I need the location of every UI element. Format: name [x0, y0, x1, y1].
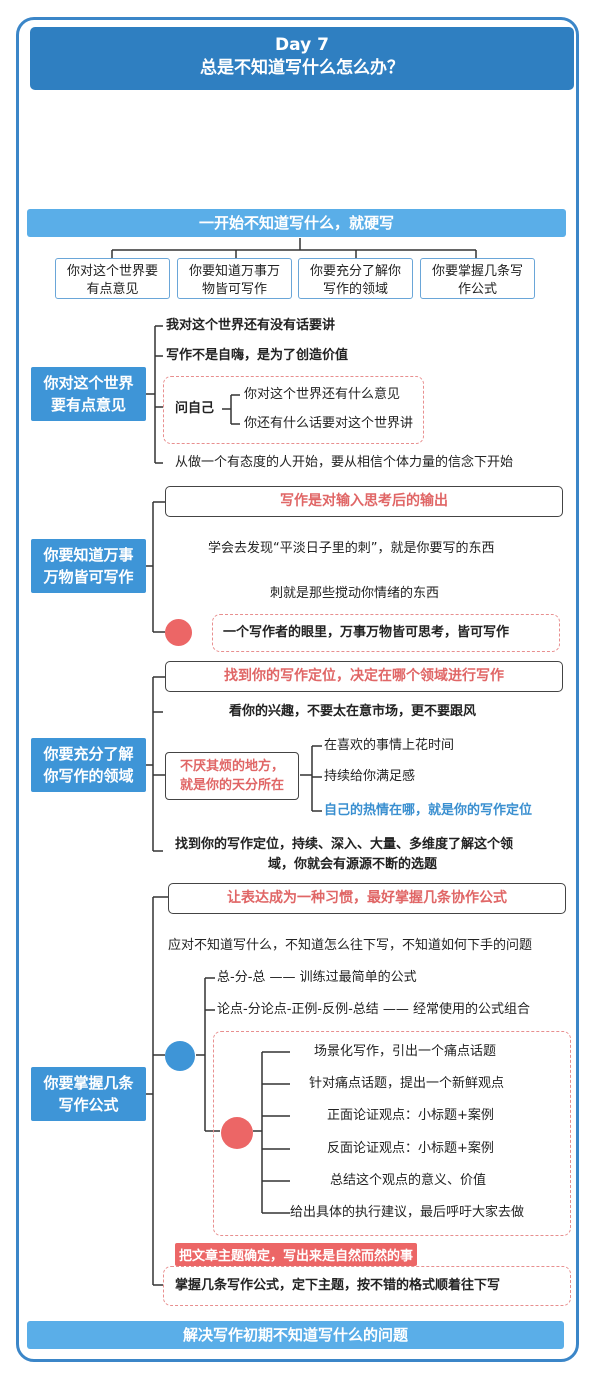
top-box-1: 你对这个世界要 有点意见 — [55, 258, 170, 299]
sec3-title: 找到你的写作定位，决定在哪个领域进行写作 — [165, 661, 563, 692]
sec4-step6: 给出具体的执行建议，最后呼吁大家去做 — [290, 1205, 525, 1220]
sec4-label-line1: 你要掌握几条 — [43, 1074, 134, 1092]
top-box-2: 你要知道万事万 物皆可写作 — [177, 258, 292, 299]
bottom-bar: 解决写作初期不知道写什么的问题 — [27, 1321, 564, 1349]
sec2-item3: 一个写作者的眼里，万事万物皆可思考，皆可写作 — [223, 625, 510, 640]
day-label: Day 7 — [275, 35, 329, 55]
top-box-3-line1: 你要充分了解你 — [309, 264, 401, 279]
top-bar: 一开始不知道写什么，就硬写 — [27, 209, 566, 237]
sec4-last-box — [163, 1266, 571, 1306]
top-box-4: 你要掌握几条写 作公式 — [420, 258, 535, 299]
sec1-ask-box — [163, 376, 424, 444]
sec3-item2b: 域，你就会有源源不断的选题 — [268, 857, 438, 872]
sec4-title: 让表达成为一种习惯，最好掌握几条协作公式 — [168, 883, 566, 914]
sec3-sub2: 持续给你满足感 — [324, 769, 416, 784]
top-box-1-line2: 有点意见 — [86, 282, 139, 297]
sec1-item3: 从做一个有态度的人开始，要从相信个体力量的信念下开始 — [175, 455, 514, 470]
top-box-2-line1: 你要知道万事万 — [188, 264, 280, 279]
sec1-label-line1: 你对这个世界 — [43, 374, 134, 392]
sec3-label-line2: 你写作的领域 — [43, 767, 134, 785]
top-box-3: 你要充分了解你 写作的领域 — [298, 258, 413, 299]
sec4-step3: 正面论证观点：小标题+案例 — [327, 1108, 494, 1123]
sec1-label-line2: 要有点意见 — [50, 396, 126, 414]
page-title: 总是不知道写什么怎么办？ — [200, 58, 404, 78]
sec1-item2: 写作不是自嗨，是为了创造价值 — [166, 348, 349, 363]
sec4-red-note: 把文章主题确定，写出来是自然而然的事 — [175, 1243, 418, 1266]
sec3-sub1: 在喜欢的事情上花时间 — [324, 738, 455, 753]
sec3-item1: 看你的兴趣，不要太在意市场，更不要跟风 — [229, 704, 477, 719]
sec2-item2: 刺就是那些搅动你情绪的东西 — [270, 586, 440, 601]
sec3-item2a: 找到你的写作定位，持续、深入、大量、多维度了解这个领 — [175, 837, 514, 852]
top-box-3-line2: 写作的领域 — [322, 282, 388, 297]
sec4-step5: 总结这个观点的意义、价值 — [330, 1173, 487, 1188]
sec3-talent-box: 不厌其烦的地方， 就是你的天分所在 — [165, 752, 299, 800]
outer-frame — [16, 17, 579, 1362]
sec2-title: 写作是对输入思考后的输出 — [165, 486, 563, 517]
sec2-highlight-box — [212, 614, 560, 652]
sec2-label-line1: 你要知道万事 — [43, 546, 134, 564]
sec3-sub3: 自己的热情在哪，就是你的写作定位 — [324, 803, 533, 818]
sec2-label-line2: 万物皆可写作 — [43, 568, 134, 586]
sec1-item1: 我对这个世界还有没有话要讲 — [166, 318, 336, 333]
sec3-label-line1: 你要充分了解 — [43, 745, 134, 763]
sec4-label: 你要掌握几条 写作公式 — [31, 1067, 146, 1121]
sec1-q1: 你对这个世界还有什么意见 — [244, 387, 401, 402]
sec4-formula2: 论点-分论点-正例-反例-总结 —— 经常使用的公式组合 — [217, 1002, 531, 1017]
sec4-formula1: 总-分-总 —— 训练过最简单的公式 — [217, 970, 417, 985]
sec4-step2: 针对痛点话题，提出一个新鲜观点 — [309, 1076, 505, 1091]
sec1-label: 你对这个世界 要有点意见 — [31, 367, 146, 421]
sec4-last: 掌握几条写作公式，定下主题，按不错的格式顺着往下写 — [175, 1278, 501, 1293]
top-box-4-line1: 你要掌握几条写 — [431, 264, 523, 279]
sec4-label-line2: 写作公式 — [58, 1096, 119, 1114]
sec1-q2: 你还有什么话要对这个世界讲 — [244, 416, 414, 431]
sec1-ask: 问自己 — [175, 401, 215, 416]
sec3-talent-line2: 就是你的天分所在 — [179, 778, 284, 793]
sec3-label: 你要充分了解 你写作的领域 — [31, 738, 146, 792]
top-box-1-line1: 你对这个世界要 — [66, 264, 158, 279]
top-box-2-line2: 物皆可写作 — [201, 282, 267, 297]
sec2-label: 你要知道万事 万物皆可写作 — [31, 539, 146, 593]
top-box-4-line2: 作公式 — [457, 282, 497, 297]
page-header: Day 7 总是不知道写什么怎么办？ — [30, 27, 574, 90]
blue-circle-node — [165, 1041, 195, 1071]
red-circle-node — [165, 619, 192, 646]
sec4-steps-box — [213, 1031, 571, 1236]
sec2-item1: 学会去发现“平淡日子里的刺”，就是你要写的东西 — [208, 541, 495, 556]
sec4-step4: 反面论证观点：小标题+案例 — [327, 1141, 494, 1156]
sec4-item1: 应对不知道写什么，不知道怎么往下写，不知道如何下手的问题 — [168, 938, 533, 953]
sec4-step1: 场景化写作，引出一个痛点话题 — [314, 1044, 497, 1059]
sec3-talent-line1: 不厌其烦的地方， — [179, 759, 284, 774]
red-circle-node-2 — [221, 1117, 253, 1149]
